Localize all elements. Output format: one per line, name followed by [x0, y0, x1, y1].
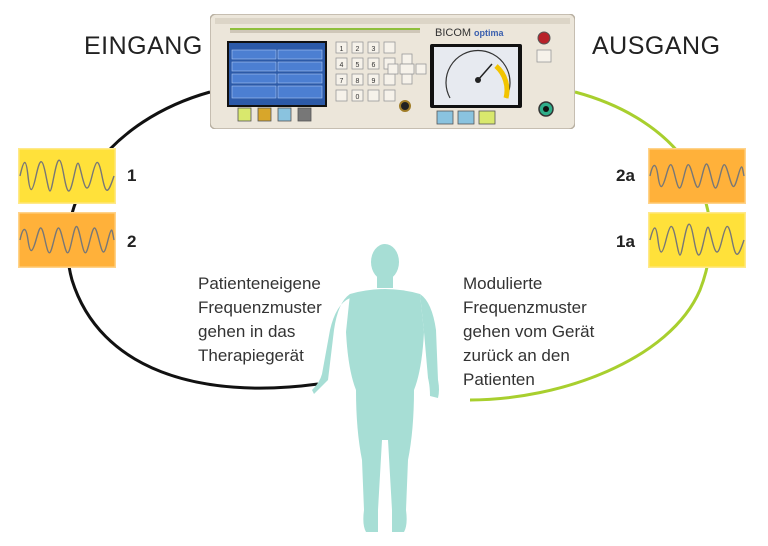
wave-label-2: 2: [127, 232, 137, 251]
input-caption: Patienteneigene Frequenzmuster gehen in …: [198, 274, 322, 365]
svg-text:5: 5: [356, 62, 360, 69]
patient-figure: [312, 244, 439, 532]
wave-label-1a: 1a: [616, 232, 635, 251]
wave-box-1: [18, 148, 116, 204]
wave-label-1: 1: [127, 166, 137, 185]
svg-text:6: 6: [372, 62, 376, 69]
svg-text:2: 2: [356, 46, 360, 53]
svg-text:0: 0: [356, 94, 360, 101]
device-model: optima: [474, 28, 504, 38]
wave-label-2a: 2a: [616, 166, 635, 185]
svg-text:8: 8: [356, 78, 360, 85]
svg-text:4: 4: [340, 62, 344, 69]
input-label: EINGANG: [84, 32, 203, 60]
output-signal-line: [469, 90, 712, 402]
output-label: AUSGANG: [592, 32, 721, 60]
device-brand: BICOM: [435, 27, 471, 39]
wave-box-1a: [648, 212, 746, 268]
svg-text:9: 9: [372, 78, 376, 85]
svg-text:3: 3: [372, 46, 376, 53]
svg-text:1: 1: [340, 46, 344, 53]
therapy-device: 1 2 3 4 5 6 7 8 9 0 BICOM optima: [210, 14, 575, 129]
output-caption: Modulierte Frequenzmuster gehen vom Gerä…: [463, 274, 595, 389]
wave-box-2a: [648, 148, 746, 204]
input-signal-line: [66, 90, 319, 390]
svg-text:7: 7: [340, 78, 344, 85]
wave-box-2: [18, 212, 116, 268]
